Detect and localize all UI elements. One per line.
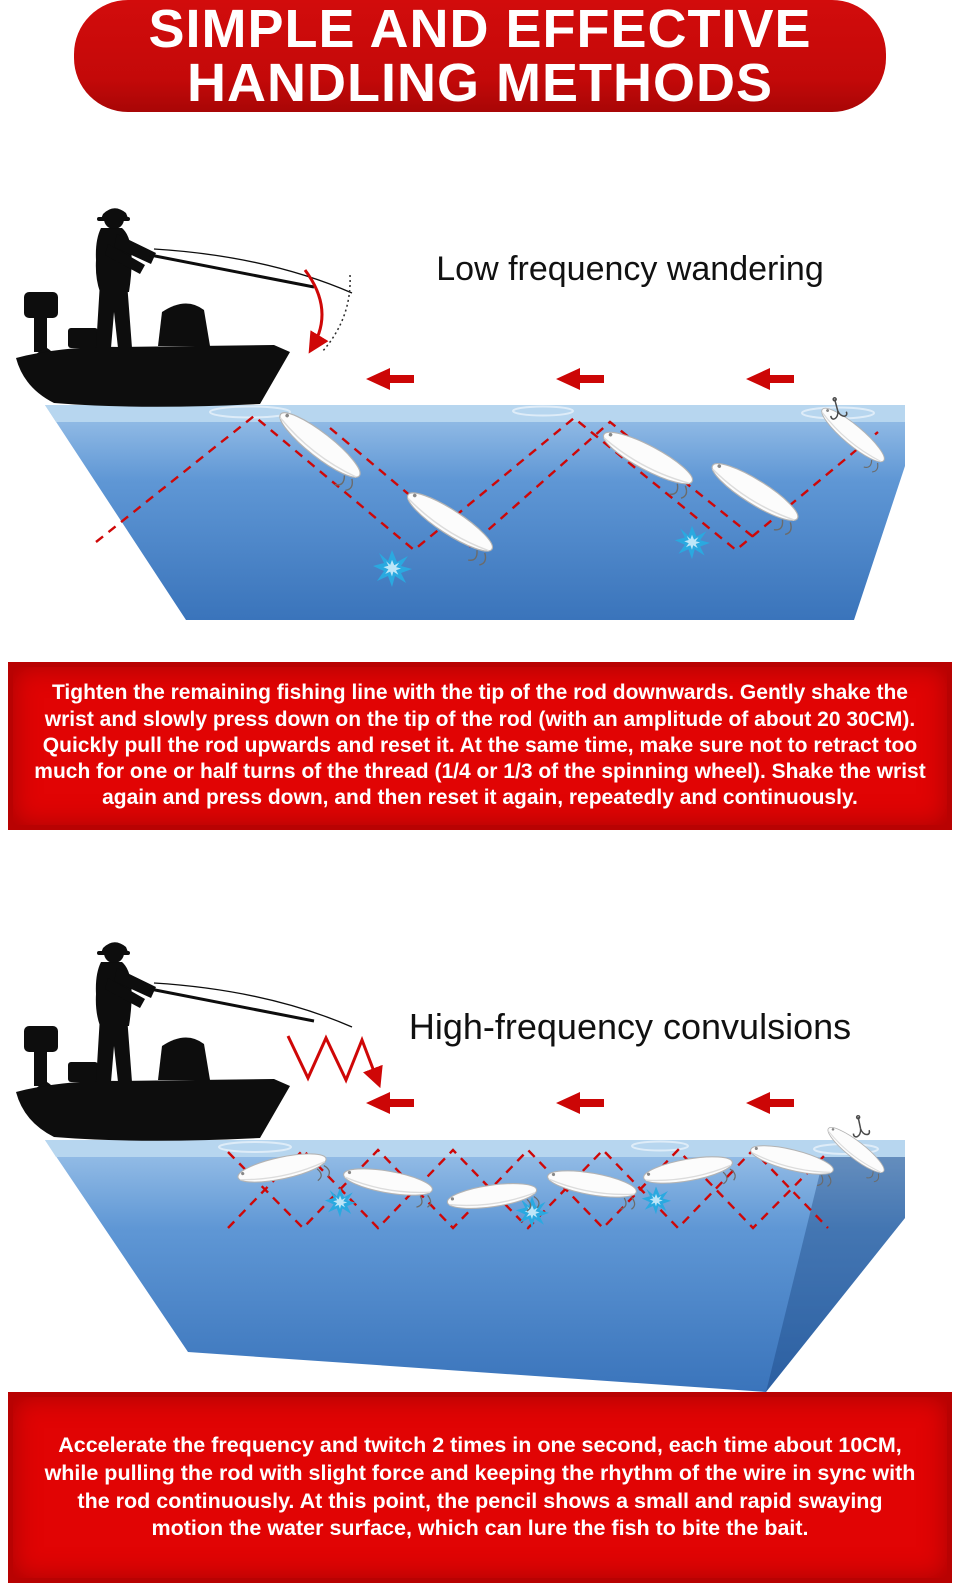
direction-arrow-left-icon: [746, 368, 794, 390]
section-title: High-frequency convulsions: [408, 1006, 852, 1047]
description-box-1: Tighten the remaining fishing line with …: [8, 662, 952, 830]
low-frequency-diagram: [14, 206, 905, 620]
rod-motion-arc-icon: [303, 269, 329, 354]
fisherman-boat-silhouette: [14, 206, 354, 409]
direction-arrow-left-icon: [366, 368, 414, 390]
water-end-face: [766, 1140, 905, 1392]
ripple-icon: [512, 405, 574, 417]
section-low-frequency: Low frequency wandering: [0, 150, 960, 662]
description-text: Accelerate the frequency and twitch 2 ti…: [44, 1432, 916, 1541]
rod-twitch-zigzag-icon: [286, 1034, 383, 1089]
treble-hook-icon: [849, 1113, 871, 1139]
high-frequency-diagram: [14, 940, 905, 1392]
ripple-icon: [631, 1140, 689, 1152]
water-body: [45, 1140, 905, 1392]
fisherman-boat-silhouette: [14, 940, 354, 1143]
water-body: [45, 405, 905, 620]
section-high-frequency: High-frequency convulsions: [0, 900, 960, 1392]
water-surface: [45, 405, 905, 422]
banner-title-line2: HANDLING METHODS: [187, 53, 773, 113]
description-box-2: Accelerate the frequency and twitch 2 ti…: [8, 1392, 952, 1583]
direction-arrow-left-icon: [366, 1092, 414, 1114]
section-title: Low frequency wandering: [436, 250, 824, 288]
direction-arrow-left-icon: [556, 368, 604, 390]
direction-arrow-left-icon: [556, 1092, 604, 1114]
banner-title-line1: SIMPLE AND EFFECTIVE: [148, 0, 812, 59]
direction-arrow-left-icon: [746, 1092, 794, 1114]
rod-motion-arc-guide: [321, 274, 351, 353]
ripple-icon: [209, 405, 291, 419]
lure-path-dashed: [95, 414, 879, 552]
description-text: Tighten the remaining fishing line with …: [34, 681, 926, 810]
banner: SIMPLE AND EFFECTIVE HANDLING METHODS: [74, 0, 886, 112]
ripple-icon: [218, 1141, 292, 1153]
